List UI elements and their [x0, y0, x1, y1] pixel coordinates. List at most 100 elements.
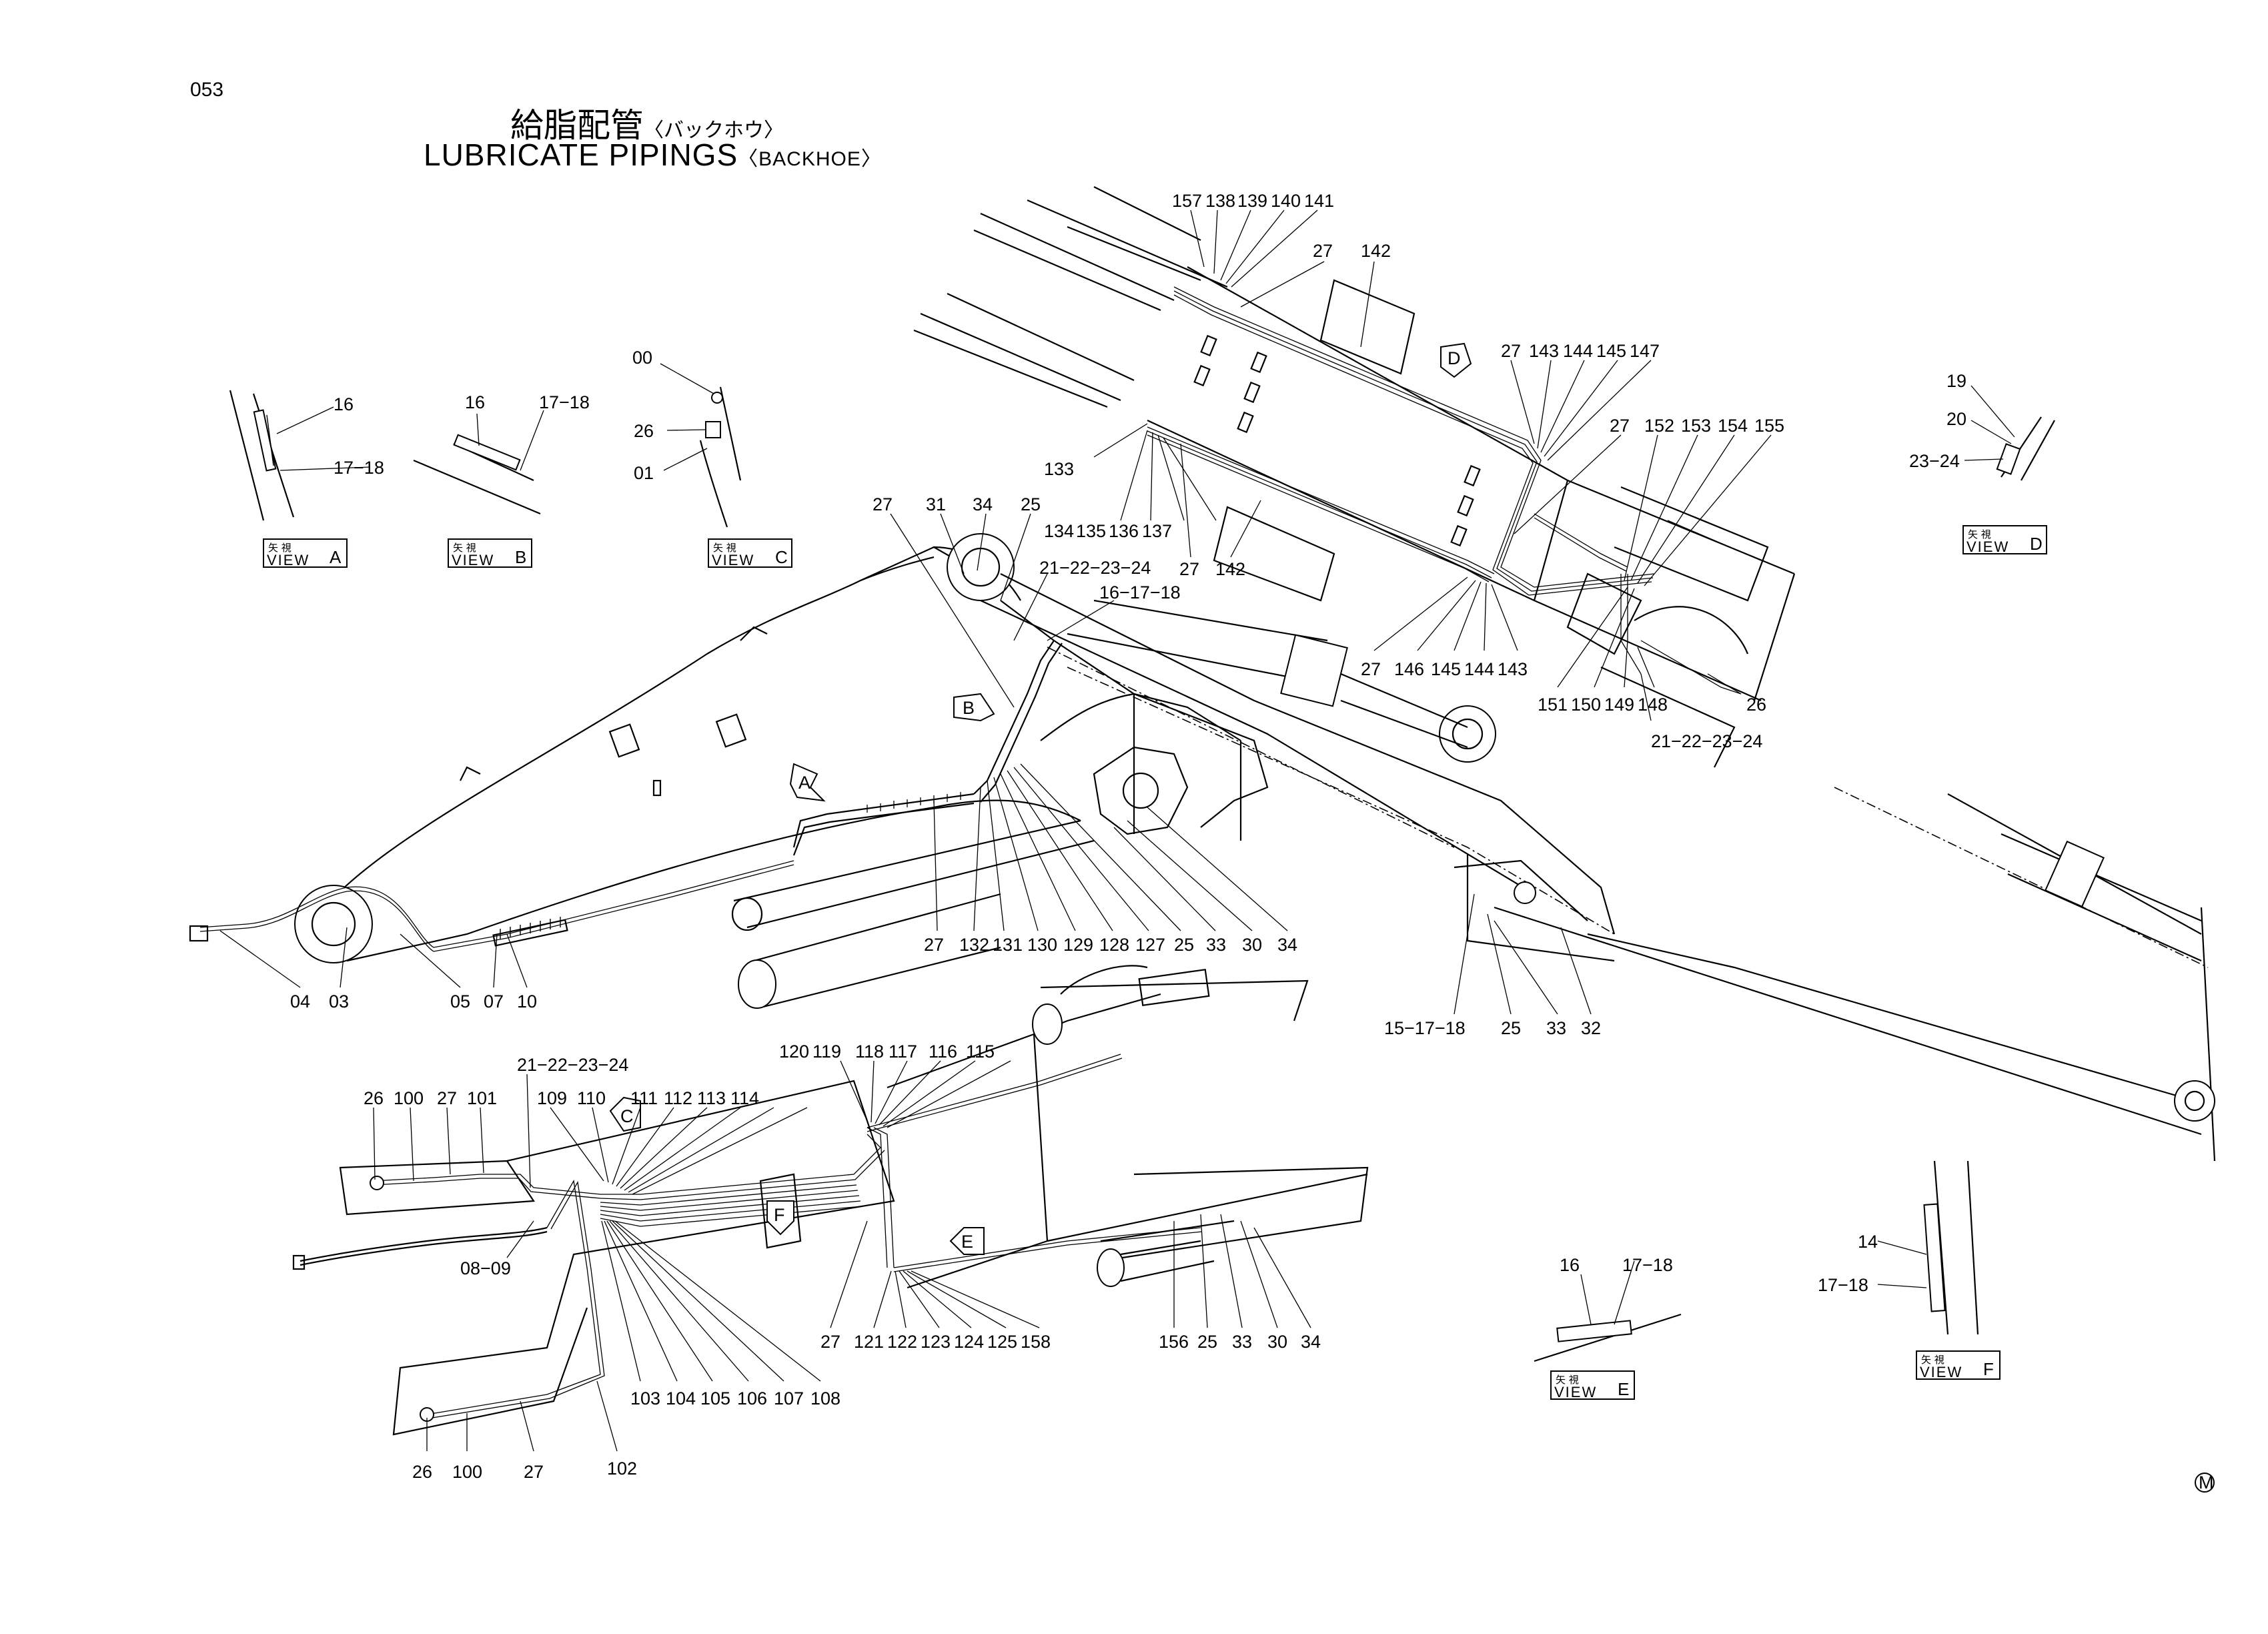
callout-26: 26: [634, 421, 654, 441]
view-label-f: 矢 視 VIEW F: [1916, 1350, 2001, 1380]
callout-27: 27: [924, 935, 944, 955]
callout-14: 14: [1858, 1232, 1878, 1252]
callout-21-24: 21−22−23−24: [1039, 558, 1151, 578]
view-c-jp: 矢 視: [713, 542, 736, 554]
arm-structure: [294, 533, 1269, 963]
callout-132: 132: [959, 935, 989, 955]
callout-100: 100: [452, 1462, 482, 1482]
callout-117: 117: [889, 1042, 917, 1062]
callout-07: 07: [484, 991, 504, 1011]
callout-21-24: 21−22−23−24: [517, 1055, 628, 1075]
callout-153: 153: [1681, 416, 1711, 436]
callout-101: 101: [467, 1088, 497, 1108]
callout-32: 32: [1581, 1018, 1601, 1038]
callout-33: 33: [1546, 1018, 1566, 1038]
view-label-d: 矢 視 VIEW D: [1962, 525, 2047, 555]
callout-143: 143: [1498, 659, 1528, 679]
view-arrow-a: A: [789, 763, 826, 802]
view-b-word: VIEW: [452, 552, 494, 568]
callout-104: 104: [666, 1388, 696, 1408]
svg-text:D: D: [1448, 348, 1461, 368]
view-arrow-f: F: [766, 1200, 794, 1236]
view-label-e: 矢 視 VIEW E: [1550, 1370, 1635, 1400]
title-jp-main: 給脂配管: [510, 106, 644, 145]
callout-136: 136: [1109, 521, 1139, 541]
callout-141: 141: [1304, 191, 1334, 211]
callout-120: 120: [779, 1042, 809, 1062]
view-e-letter: E: [1618, 1379, 1629, 1399]
callout-03: 03: [329, 991, 349, 1011]
callout-139: 139: [1237, 191, 1267, 211]
svg-text:E: E: [961, 1232, 973, 1252]
callout-158: 158: [1021, 1332, 1051, 1352]
callout-143: 143: [1529, 341, 1559, 361]
callout-107: 107: [774, 1388, 804, 1408]
callout-26: 26: [412, 1462, 432, 1482]
callout-05: 05: [450, 991, 470, 1011]
view-f-detail: [1923, 1160, 1979, 1335]
callout-108: 108: [810, 1388, 840, 1408]
callout-16-18: 16−17−18: [1099, 582, 1181, 602]
callout-34: 34: [1301, 1332, 1321, 1352]
callout-127: 127: [1135, 935, 1165, 955]
callout-01: 01: [634, 463, 654, 483]
view-d-word: VIEW: [1966, 538, 2009, 555]
callout-103: 103: [630, 1388, 660, 1408]
view-f-letter: F: [1983, 1359, 1994, 1379]
callout-27: 27: [1313, 241, 1333, 261]
view-a-letter: A: [330, 547, 342, 567]
callout-23-24: 23−24: [1909, 451, 1960, 471]
callout-100: 100: [394, 1088, 424, 1108]
callout-152: 152: [1644, 416, 1674, 436]
callout-121: 121: [854, 1332, 884, 1352]
svg-text:B: B: [963, 698, 975, 718]
arm-grease-line: [189, 640, 1063, 952]
view-e-word: VIEW: [1554, 1384, 1597, 1400]
view-c-detail: [699, 386, 742, 528]
callout-19: 19: [1946, 371, 1966, 391]
callout-134: 134: [1044, 521, 1074, 541]
callout-25: 25: [1174, 935, 1194, 955]
callout-34: 34: [973, 494, 993, 514]
callout-144: 144: [1464, 659, 1494, 679]
callout-125: 125: [987, 1332, 1017, 1352]
view-f-word: VIEW: [1920, 1364, 1962, 1380]
page-code: 053: [190, 79, 224, 101]
callout-113: 113: [697, 1088, 726, 1108]
view-f-jp: 矢 視: [1921, 1354, 1944, 1366]
callout-129: 129: [1063, 935, 1093, 955]
callout-149: 149: [1604, 695, 1634, 715]
callout-16: 16: [1560, 1255, 1580, 1275]
svg-text:A: A: [798, 773, 810, 793]
view-b-detail: [413, 434, 541, 515]
callout-146: 146: [1394, 659, 1424, 679]
callout-17-18: 17−18: [1622, 1255, 1673, 1275]
callout-154: 154: [1718, 416, 1748, 436]
view-b-letter: B: [515, 547, 526, 567]
view-c-letter: C: [775, 547, 788, 567]
boom-cylinder-right: [2001, 833, 2202, 962]
callout-33: 33: [1232, 1332, 1252, 1352]
callout-10: 10: [517, 991, 537, 1011]
view-a-jp: 矢 視: [268, 542, 292, 554]
view-d-letter: D: [2030, 534, 2043, 554]
callout-155: 155: [1754, 416, 1784, 436]
callout-157: 157: [1172, 191, 1202, 211]
callout-115: 115: [966, 1042, 995, 1062]
view-d-jp: 矢 視: [1968, 528, 1991, 540]
svg-text:M: M: [2199, 1473, 2214, 1493]
m-mark: M: [2195, 1473, 2215, 1493]
leader-lines: [219, 210, 2015, 1452]
callout-25: 25: [1197, 1332, 1217, 1352]
callout-145: 145: [1596, 341, 1626, 361]
callout-148: 148: [1638, 695, 1668, 715]
callout-31: 31: [926, 494, 946, 514]
callout-156: 156: [1159, 1332, 1189, 1352]
callout-151: 151: [1538, 695, 1568, 715]
view-label-a: 矢 視 VIEW A: [263, 538, 348, 568]
callout-122: 122: [887, 1332, 917, 1352]
view-c-word: VIEW: [712, 552, 754, 568]
callout-26: 26: [364, 1088, 384, 1108]
svg-text:C: C: [620, 1106, 634, 1126]
title-japanese: 給脂配管〈バックホウ〉: [510, 99, 784, 147]
